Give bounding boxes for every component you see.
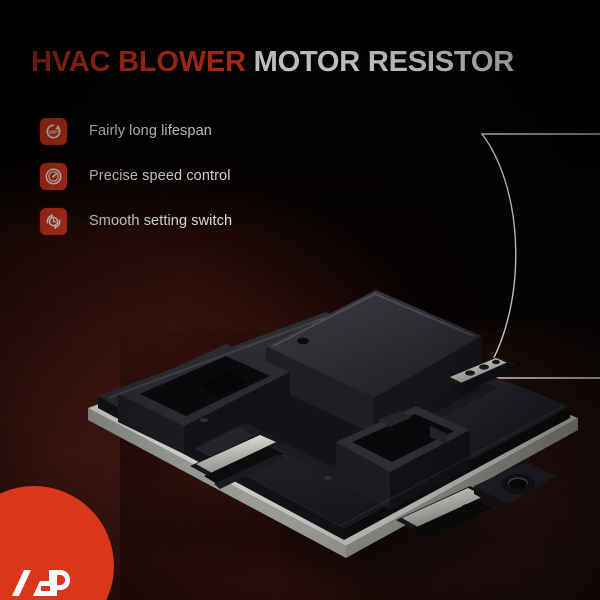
feature-item-lifespan: 180° Fairly long lifespan — [40, 110, 330, 152]
feature-label-speed-control: Precise speed control — [89, 168, 231, 184]
ap-monogram-icon — [8, 562, 78, 600]
feature-list: 180° Fairly long lifespan Precise speed … — [40, 110, 330, 245]
title-main-text: MOTOR RESISTOR — [253, 46, 515, 78]
feature-item-speed-control: Precise speed control — [40, 155, 330, 197]
page-title: HVAC BLOWER MOTOR RESISTOR — [31, 48, 514, 77]
feature-label-setting-switch: Smooth setting switch — [89, 213, 233, 229]
title-accent-text: HVAC BLOWER — [31, 46, 246, 78]
rotate-180-degrees-icon: 180° — [40, 117, 67, 145]
product-image — [78, 228, 600, 588]
speedometer-gauge-icon — [40, 162, 67, 190]
svg-text:180°: 180° — [48, 129, 58, 135]
clock-refresh-icon — [40, 207, 67, 235]
feature-label-lifespan: Fairly long lifespan — [89, 123, 212, 139]
